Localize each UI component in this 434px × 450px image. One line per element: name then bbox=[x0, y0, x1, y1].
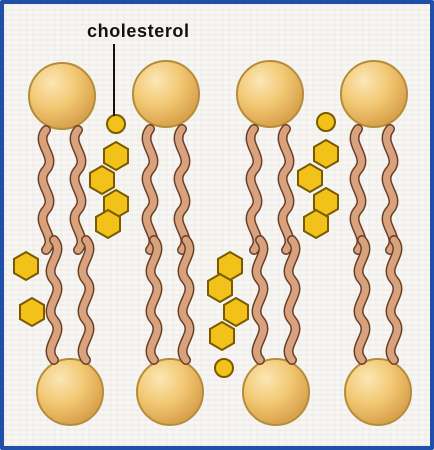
cholesterol-label: cholesterol bbox=[87, 21, 190, 42]
phospholipid-head-icon bbox=[133, 61, 199, 127]
cholesterol-molecule-icon bbox=[90, 115, 128, 238]
phospholipid-head-icon bbox=[341, 61, 407, 127]
top-leaflet-heads bbox=[29, 61, 407, 129]
cholesterol-molecule-icon bbox=[298, 113, 338, 238]
cholesterol-molecule-icon bbox=[208, 252, 248, 377]
phospholipid-head-icon bbox=[137, 359, 203, 425]
phospholipid-head-icon bbox=[37, 359, 103, 425]
phospholipid-head-icon bbox=[237, 61, 303, 127]
cholesterol-molecule-icon bbox=[14, 252, 44, 326]
phospholipid-head-icon bbox=[243, 359, 309, 425]
phospholipid-head-icon bbox=[345, 359, 411, 425]
lipid-bilayer-illustration bbox=[4, 4, 434, 450]
phospholipid-head-icon bbox=[29, 63, 95, 129]
